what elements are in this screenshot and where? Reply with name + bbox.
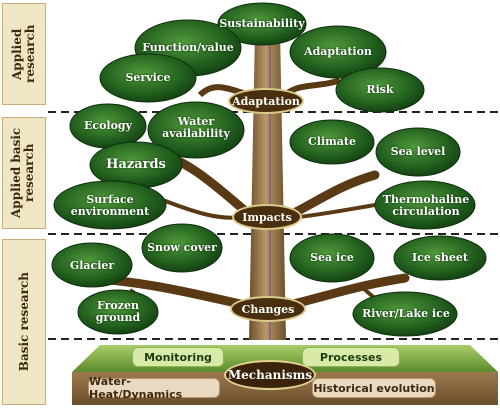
leaf-frozen-ground: Frozen ground	[95, 299, 141, 324]
node-impacts: Impacts	[232, 204, 302, 230]
leaf-ice-sheet: Ice sheet	[412, 251, 468, 264]
side-label-text: Basic research	[16, 272, 31, 372]
label-water-heat-dynamics: Water-Heat/Dynamics	[88, 375, 220, 401]
leaf-surface-environment: Surface environment	[70, 193, 150, 218]
label-processes: Processes	[302, 347, 400, 367]
leaf-sea-level: Sea level	[390, 145, 446, 158]
label-historical-evolution: Historical evolution	[312, 378, 436, 398]
leaf-risk: Risk	[366, 83, 394, 96]
leaf-water-availability: Water availability	[162, 115, 230, 140]
side-label-applied: Applied research	[2, 3, 46, 105]
leaf-sea-ice: Sea ice	[310, 251, 354, 264]
leaf-ecology: Ecology	[83, 119, 133, 132]
leaf-hazards: Hazards	[106, 157, 166, 172]
leaf-thermohaline: Thermohaline circulation	[382, 193, 470, 218]
node-adaptation: Adaptation	[228, 88, 304, 114]
side-label-text: Applied basic research	[9, 127, 36, 219]
leaf-snow-cover: Snow cover	[147, 241, 217, 254]
node-changes: Changes	[230, 296, 306, 322]
leaf-sustainability: Sustainability	[219, 17, 305, 30]
leaf-function-value: Function/value	[142, 41, 234, 54]
side-label-text: Applied research	[10, 24, 37, 84]
label-monitoring: Monitoring	[132, 347, 224, 367]
side-label-basic: Basic research	[2, 239, 46, 405]
trunk	[249, 30, 286, 340]
side-label-applied-basic: Applied basic research	[2, 117, 46, 229]
node-mechanisms: Mechanisms	[224, 360, 316, 390]
leaf-adaptation: Adaptation	[304, 45, 372, 58]
leaf-glacier: Glacier	[69, 259, 115, 272]
leaf-service: Service	[125, 71, 171, 84]
leaf-climate: Climate	[308, 135, 356, 148]
leaf-river-lake-ice: River/Lake ice	[362, 307, 450, 320]
